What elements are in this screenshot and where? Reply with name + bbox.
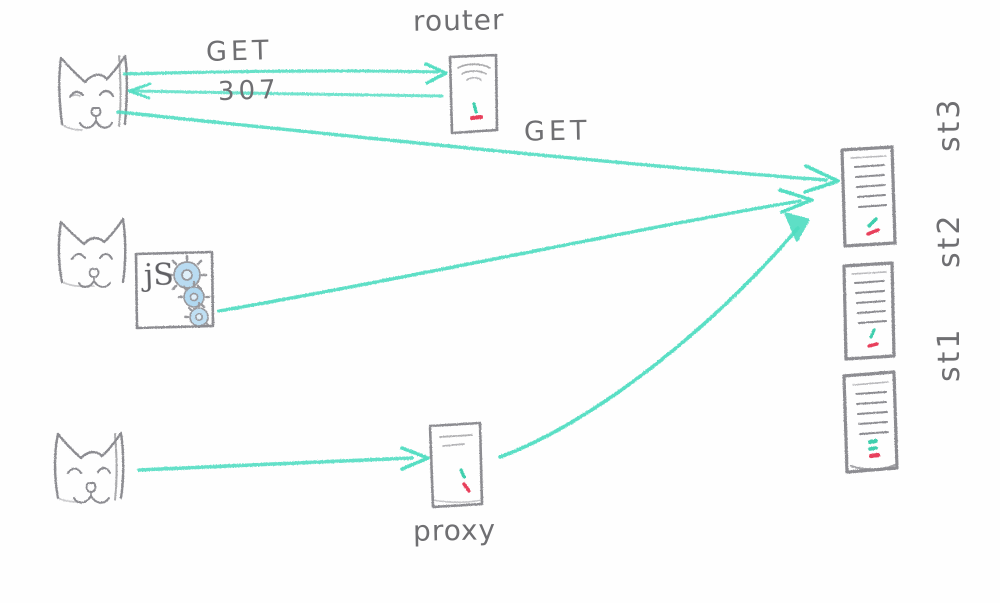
server-st2-icon <box>842 261 896 361</box>
cat-client-1-icon <box>57 54 129 131</box>
cat-client-2-icon <box>57 217 127 288</box>
router-icon <box>448 53 499 135</box>
router-label: router <box>412 3 505 38</box>
server-st3-label: st3 <box>932 96 967 152</box>
router-leds <box>470 102 483 120</box>
arrow-cat1-to-st3 <box>116 110 840 194</box>
server-st1-label: st1 <box>932 326 967 382</box>
js-browser-icon <box>134 250 215 330</box>
js-gears-icon <box>166 254 211 328</box>
arrow-307-to-cat <box>127 82 444 100</box>
cat-client-3-icon <box>53 431 125 504</box>
redirect-307-label: 307 <box>217 74 281 108</box>
led-indicators <box>459 102 881 493</box>
st1-leds <box>868 439 881 459</box>
proxy-label: proxy <box>412 513 497 548</box>
server-st2-label: st2 <box>932 212 967 268</box>
arrow-get-to-router <box>122 62 448 85</box>
arrow-proxy-to-st3 <box>498 212 810 459</box>
proxy-icon <box>428 421 484 509</box>
arrow-js-to-st3 <box>217 188 814 313</box>
arrow-cat3-to-proxy <box>137 446 430 472</box>
server-st1-icon <box>842 370 899 474</box>
get-request-label-middle: GET <box>523 115 591 148</box>
st2-leds <box>867 328 879 348</box>
proxy-leds <box>459 468 471 493</box>
st3-leds <box>866 217 880 236</box>
get-request-label-top: GET <box>205 35 273 68</box>
js-box-label: jS <box>143 257 175 294</box>
server-st3-icon <box>840 145 897 248</box>
